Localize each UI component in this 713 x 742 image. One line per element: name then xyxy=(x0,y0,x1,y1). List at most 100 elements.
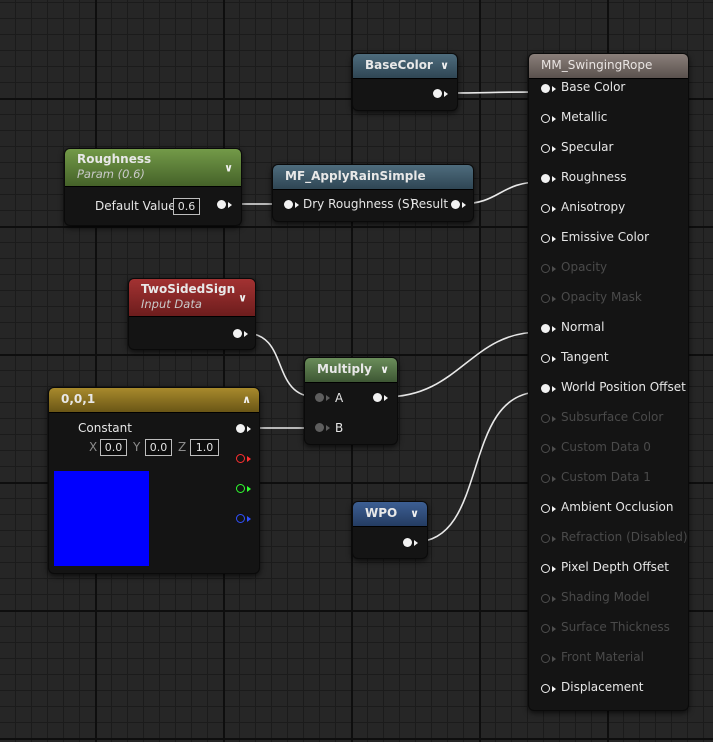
color-preview-swatch xyxy=(54,471,149,566)
material-input-pin[interactable] xyxy=(541,144,550,153)
basecolor-node-header[interactable]: BaseColor ∨ xyxy=(353,54,457,79)
chevron-up-icon[interactable]: ∧ xyxy=(242,393,251,406)
material-input-label: Displacement xyxy=(561,680,644,694)
chevron-down-icon[interactable]: ∨ xyxy=(440,59,449,72)
wpo-param-node[interactable]: WPO ∨ xyxy=(352,501,428,559)
twosidedsign-node-title: TwoSidedSign xyxy=(141,282,236,296)
material-input-label: Refraction (Disabled) xyxy=(561,530,688,544)
output-arrow-icon xyxy=(244,331,248,337)
input-arrow-icon xyxy=(552,326,556,332)
result-label: Result xyxy=(411,197,449,211)
result-output-pin[interactable] xyxy=(451,200,460,209)
material-input-pin[interactable] xyxy=(541,174,550,183)
chevron-down-icon[interactable]: ∨ xyxy=(410,507,419,520)
output-arrow-icon xyxy=(247,426,251,432)
material-input-label: Emissive Color xyxy=(561,230,650,244)
multiply-input-a-label: A xyxy=(335,391,344,405)
dry-roughness-label: Dry Roughness (S) xyxy=(303,197,415,211)
roughness-node-header[interactable]: Roughness Param (0.6) ∨ xyxy=(65,149,241,187)
material-input-pin[interactable] xyxy=(541,324,550,333)
material-input-pin[interactable] xyxy=(541,384,550,393)
material-input-pin[interactable] xyxy=(541,504,550,513)
material-input-pin[interactable] xyxy=(541,444,550,453)
material-input-pin[interactable] xyxy=(541,294,550,303)
input-arrow-icon xyxy=(552,416,556,422)
material-input-label: Opacity Mask xyxy=(561,290,642,304)
red-channel-output-pin[interactable] xyxy=(236,454,245,463)
multiply-node-title: Multiply xyxy=(317,362,372,376)
x-value-input[interactable]: 0.0 xyxy=(100,439,127,456)
material-input-label: Anisotropy xyxy=(561,200,626,214)
z-value-input[interactable]: 1.0 xyxy=(190,439,219,456)
material-input-pin[interactable] xyxy=(541,624,550,633)
material-input-pin[interactable] xyxy=(541,204,550,213)
material-input-pin[interactable] xyxy=(541,654,550,663)
input-arrow-icon xyxy=(552,146,556,152)
constant-vector-node[interactable]: 0,0,1 ∧ Constant X 0.0 Y 0.0 Z 1.0 xyxy=(48,387,260,574)
material-input-label: Tangent xyxy=(561,350,609,364)
material-input-label: Front Material xyxy=(561,650,644,664)
input-arrow-icon xyxy=(552,116,556,122)
input-arrow-icon xyxy=(552,176,556,182)
multiply-node-header[interactable]: Multiply ∨ xyxy=(305,358,397,383)
x-axis-label: X xyxy=(89,440,98,454)
dry-roughness-input-pin[interactable] xyxy=(284,200,293,209)
material-input-pin[interactable] xyxy=(541,234,550,243)
material-input-pin[interactable] xyxy=(541,594,550,603)
output-arrow-icon xyxy=(414,540,418,546)
basecolor-output-pin[interactable] xyxy=(433,89,442,98)
twosidedsign-node-subtitle: Input Data xyxy=(141,297,202,311)
material-input-pin[interactable] xyxy=(541,354,550,363)
roughness-output-pin[interactable] xyxy=(217,200,226,209)
constant-node-header[interactable]: 0,0,1 ∧ xyxy=(49,388,259,413)
apply-rain-function-node[interactable]: MF_ApplyRainSimple Dry Roughness (S) Res… xyxy=(272,164,474,222)
chevron-down-icon[interactable]: ∨ xyxy=(380,363,389,376)
material-input-pin[interactable] xyxy=(541,114,550,123)
basecolor-node[interactable]: BaseColor ∨ xyxy=(352,53,458,111)
input-arrow-icon xyxy=(552,596,556,602)
input-arrow-icon xyxy=(552,266,556,272)
twosidedsign-output-pin[interactable] xyxy=(233,329,242,338)
material-input-pin[interactable] xyxy=(541,564,550,573)
multiply-node[interactable]: Multiply ∨ A B xyxy=(304,357,398,445)
twosidedsign-node-header[interactable]: TwoSidedSign Input Data ∨ xyxy=(129,279,255,317)
input-arrow-icon xyxy=(326,395,330,401)
input-arrow-icon xyxy=(552,686,556,692)
roughness-node-subtitle: Param (0.6) xyxy=(77,167,145,181)
material-input-pin[interactable] xyxy=(541,84,550,93)
wire-basecolor-to-basecolor xyxy=(447,91,541,94)
apply-rain-node-header[interactable]: MF_ApplyRainSimple xyxy=(273,165,473,190)
blue-channel-output-pin[interactable] xyxy=(236,514,245,523)
roughness-param-node[interactable]: Roughness Param (0.6) ∨ Default Value 0.… xyxy=(64,148,242,226)
multiply-input-b-pin[interactable] xyxy=(315,423,324,432)
output-arrow-icon xyxy=(247,486,251,492)
input-arrow-icon xyxy=(552,206,556,212)
default-value-input[interactable]: 0.6 xyxy=(173,198,200,215)
wpo-node-header[interactable]: WPO ∨ xyxy=(353,502,427,527)
multiply-output-pin[interactable] xyxy=(373,393,382,402)
material-input-pin[interactable] xyxy=(541,534,550,543)
output-arrow-icon xyxy=(228,202,232,208)
wpo-output-pin[interactable] xyxy=(403,538,412,547)
material-input-pin[interactable] xyxy=(541,414,550,423)
input-arrow-icon xyxy=(552,386,556,392)
y-value-input[interactable]: 0.0 xyxy=(145,439,172,456)
material-input-pin[interactable] xyxy=(541,474,550,483)
material-node-header[interactable]: MM_SwingingRope xyxy=(529,54,688,79)
multiply-input-a-pin[interactable] xyxy=(315,393,324,402)
input-arrow-icon xyxy=(552,356,556,362)
input-arrow-icon xyxy=(552,536,556,542)
output-arrow-icon xyxy=(247,456,251,462)
input-arrow-icon xyxy=(552,476,556,482)
material-input-pin[interactable] xyxy=(541,264,550,273)
constant-output-pin[interactable] xyxy=(236,424,245,433)
chevron-down-icon[interactable]: ∨ xyxy=(238,291,247,304)
green-channel-output-pin[interactable] xyxy=(236,484,245,493)
output-arrow-icon xyxy=(462,202,466,208)
material-input-label: Custom Data 0 xyxy=(561,440,651,454)
twosidedsign-node[interactable]: TwoSidedSign Input Data ∨ xyxy=(128,278,256,350)
chevron-down-icon[interactable]: ∨ xyxy=(224,161,233,174)
material-input-label: Base Color xyxy=(561,80,626,94)
material-input-pin[interactable] xyxy=(541,684,550,693)
